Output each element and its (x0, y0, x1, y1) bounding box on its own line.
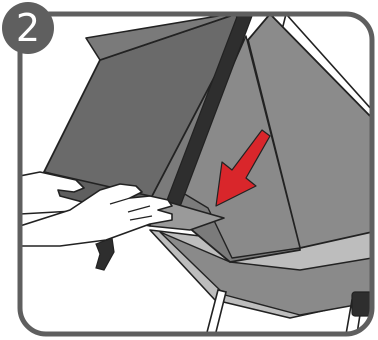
step-number: 2 (2, 2, 54, 54)
step-badge: 2 (0, 0, 56, 56)
stroller-joint (352, 292, 372, 316)
